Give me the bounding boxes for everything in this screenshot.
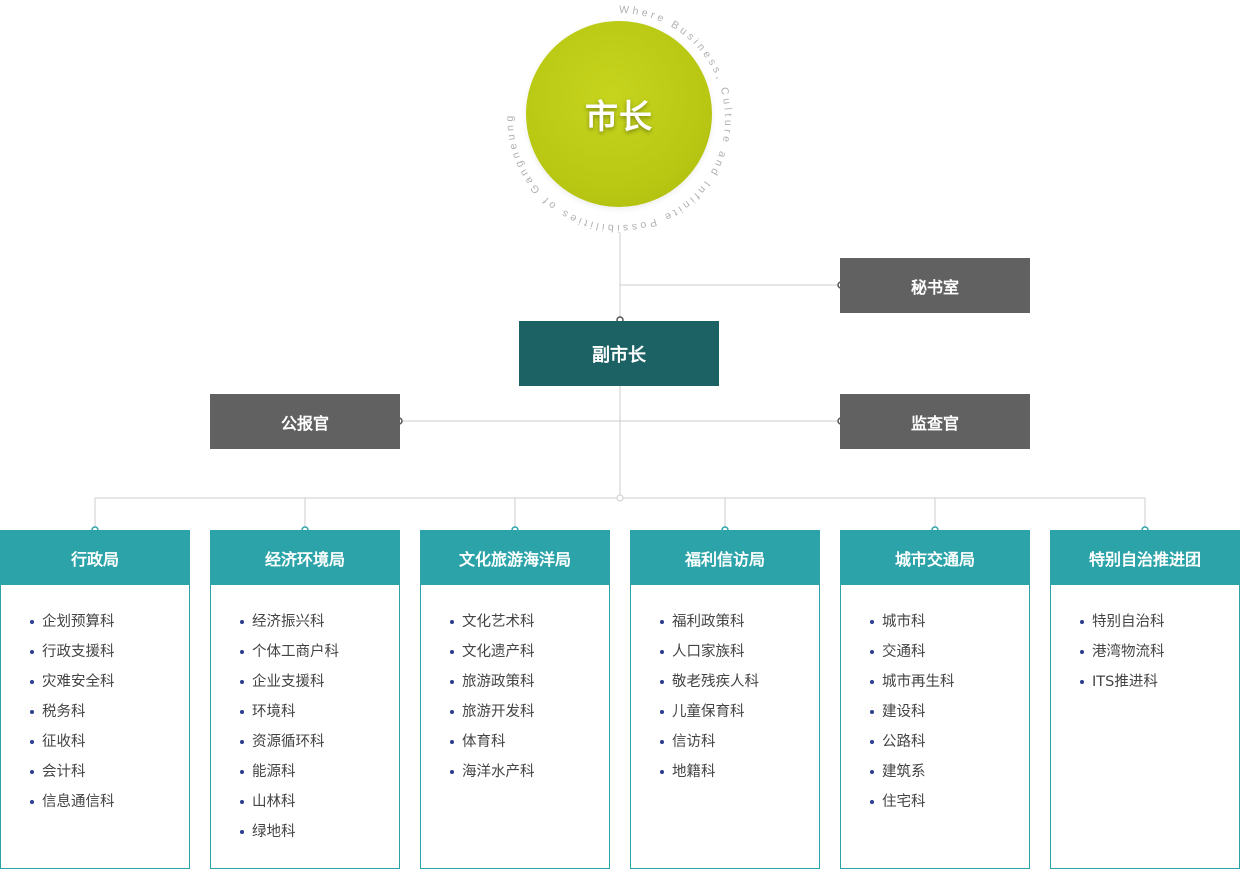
- section-item: 地籍科: [660, 761, 819, 791]
- section-item: 人口家族科: [660, 641, 819, 671]
- department-urban-transport: 城市交通局 城市科 交通科 城市再生科 建设科 公路科 建筑系 住宅科: [840, 530, 1030, 869]
- section-item: 会计科: [30, 761, 189, 791]
- section-item: 儿童保育科: [660, 701, 819, 731]
- press-officer-box: 公报官: [210, 394, 400, 449]
- section-item: 建筑系: [870, 761, 1029, 791]
- section-list: 经济振兴科 个体工商户科 企业支援科 环境科 资源循环科 能源科 山林科 绿地科: [211, 585, 399, 851]
- section-item: 城市再生科: [870, 671, 1029, 701]
- section-item: 山林科: [240, 791, 399, 821]
- section-list: 文化艺术科 文化遗产科 旅游政策科 旅游开发科 体育科 海洋水产科: [421, 585, 609, 791]
- section-item: 特别自治科: [1080, 611, 1239, 641]
- section-item: 个体工商户科: [240, 641, 399, 671]
- section-item: 住宅科: [870, 791, 1029, 821]
- section-item: 城市科: [870, 611, 1029, 641]
- secretary-office-box: 秘书室: [840, 258, 1030, 313]
- department-name: 城市交通局: [840, 530, 1030, 585]
- vice-mayor-box: 副市长: [519, 321, 719, 386]
- section-item: 企划预算科: [30, 611, 189, 641]
- section-item: ITS推进科: [1080, 671, 1239, 701]
- department-welfare-civil: 福利信访局 福利政策科 人口家族科 敬老残疾人科 儿童保育科 信访科 地籍科: [630, 530, 820, 869]
- section-item: 公路科: [870, 731, 1029, 761]
- mayor-title: 市长: [585, 97, 653, 136]
- section-list: 企划预算科 行政支援科 灾难安全科 税务科 征收科 会计科 信息通信科: [1, 585, 189, 821]
- section-item: 文化艺术科: [450, 611, 609, 641]
- department-economy-environment: 经济环境局 经济振兴科 个体工商户科 企业支援科 环境科 资源循环科 能源科 山…: [210, 530, 400, 869]
- section-item: 信息通信科: [30, 791, 189, 821]
- section-item: 经济振兴科: [240, 611, 399, 641]
- department-special-autonomy: 特别自治推进团 特别自治科 港湾物流科 ITS推进科: [1050, 530, 1240, 869]
- section-item: 行政支援科: [30, 641, 189, 671]
- department-culture-tourism-ocean: 文化旅游海洋局 文化艺术科 文化遗产科 旅游政策科 旅游开发科 体育科 海洋水产…: [420, 530, 610, 869]
- section-item: 旅游政策科: [450, 671, 609, 701]
- section-item: 体育科: [450, 731, 609, 761]
- section-list: 城市科 交通科 城市再生科 建设科 公路科 建筑系 住宅科: [841, 585, 1029, 821]
- section-list: 福利政策科 人口家族科 敬老残疾人科 儿童保育科 信访科 地籍科: [631, 585, 819, 791]
- section-item: 福利政策科: [660, 611, 819, 641]
- section-item: 信访科: [660, 731, 819, 761]
- mayor-node: 市长: [526, 21, 712, 207]
- department-name: 福利信访局: [630, 530, 820, 585]
- department-name: 特别自治推进团: [1050, 530, 1240, 585]
- section-item: 海洋水产科: [450, 761, 609, 791]
- section-item: 税务科: [30, 701, 189, 731]
- section-item: 资源循环科: [240, 731, 399, 761]
- section-item: 港湾物流科: [1080, 641, 1239, 671]
- audit-officer-box: 监查官: [840, 394, 1030, 449]
- department-name: 经济环境局: [210, 530, 400, 585]
- section-item: 绿地科: [240, 821, 399, 851]
- section-item: 灾难安全科: [30, 671, 189, 701]
- section-item: 敬老残疾人科: [660, 671, 819, 701]
- section-item: 环境科: [240, 701, 399, 731]
- department-name: 文化旅游海洋局: [420, 530, 610, 585]
- section-item: 能源科: [240, 761, 399, 791]
- section-list: 特别自治科 港湾物流科 ITS推进科: [1051, 585, 1239, 701]
- department-administration: 行政局 企划预算科 行政支援科 灾难安全科 税务科 征收科 会计科 信息通信科: [0, 530, 190, 869]
- section-item: 文化遗产科: [450, 641, 609, 671]
- section-item: 旅游开发科: [450, 701, 609, 731]
- section-item: 企业支援科: [240, 671, 399, 701]
- section-item: 建设科: [870, 701, 1029, 731]
- department-name: 行政局: [0, 530, 190, 585]
- section-item: 交通科: [870, 641, 1029, 671]
- section-item: 征收科: [30, 731, 189, 761]
